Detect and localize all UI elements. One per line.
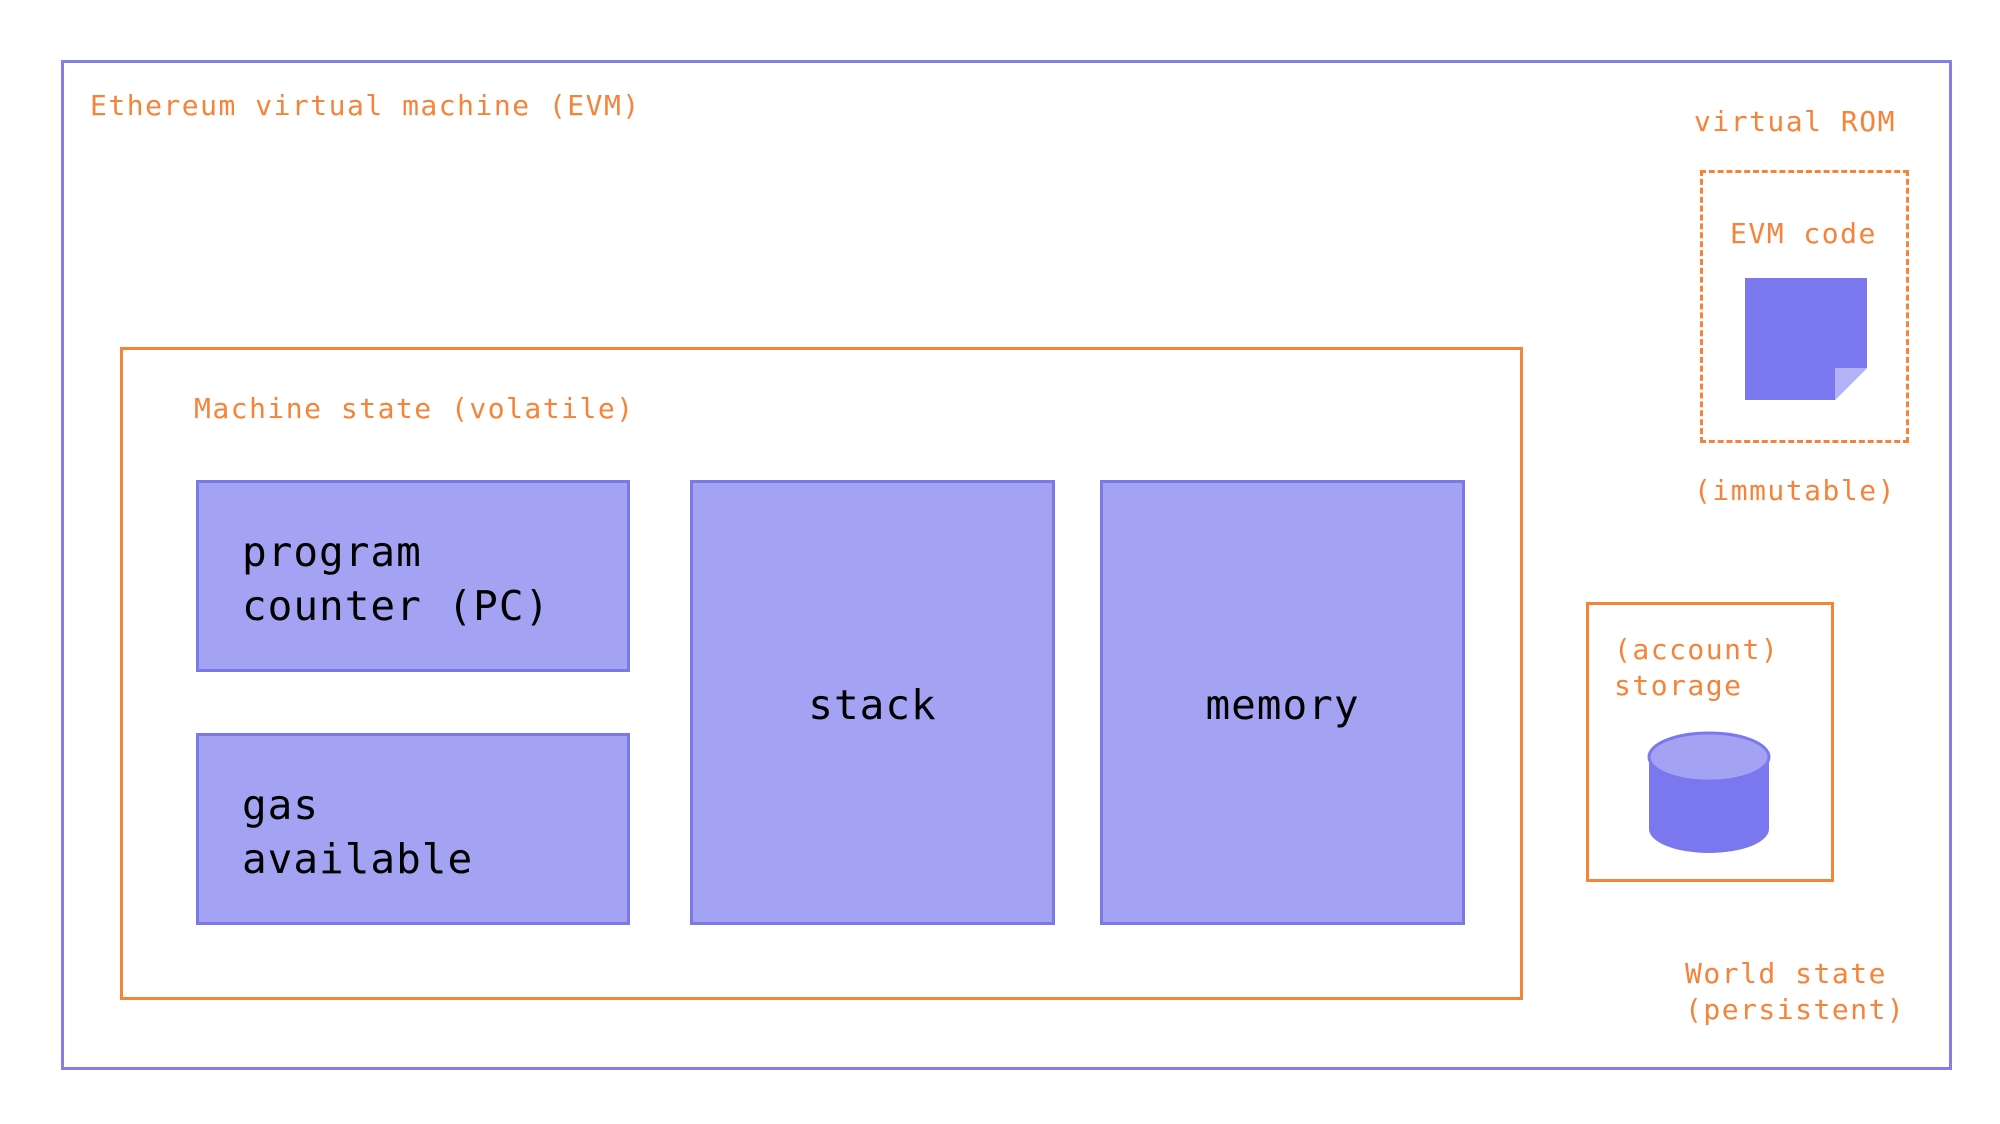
memory-label: memory xyxy=(1205,681,1360,729)
immutable-label: (immutable) xyxy=(1694,474,1896,507)
world-state-label: World state (persistent) xyxy=(1685,957,1906,1026)
evm-label: Ethereum virtual machine (EVM) xyxy=(90,89,641,122)
stack-label: stack xyxy=(808,681,937,729)
program-counter-label: program counter (PC) xyxy=(242,528,551,630)
account-storage-frame xyxy=(1586,602,1834,882)
document-icon xyxy=(1745,278,1867,400)
machine-state-frame xyxy=(120,347,1523,1000)
virtual-rom-frame xyxy=(1700,170,1909,443)
evm-frame xyxy=(61,60,1952,1070)
memory-block: memory xyxy=(1100,480,1465,925)
database-icon xyxy=(1647,731,1771,853)
account-storage-label: (account) storage xyxy=(1614,633,1780,702)
gas-available-block: gas available xyxy=(196,733,630,925)
machine-state-label: Machine state (volatile) xyxy=(194,392,635,425)
stack-block: stack xyxy=(690,480,1055,925)
gas-available-label: gas available xyxy=(242,781,474,883)
evm-code-label: EVM code xyxy=(1730,217,1877,250)
virtual-rom-label: virtual ROM xyxy=(1694,105,1896,138)
program-counter-block: program counter (PC) xyxy=(196,480,630,672)
